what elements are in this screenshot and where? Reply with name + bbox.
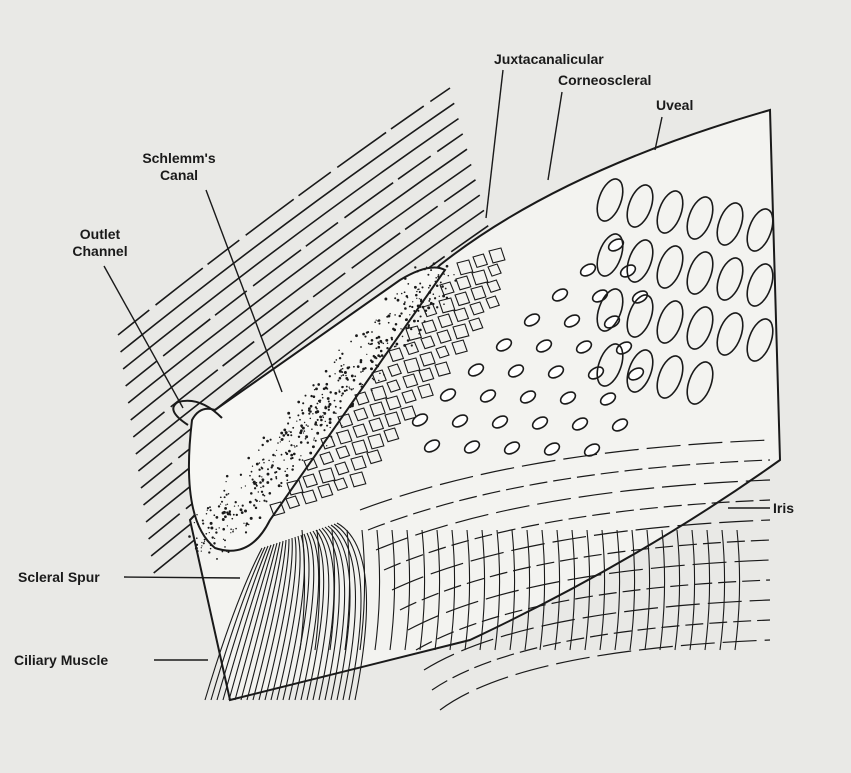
label-schlemms-canal-line1: Schlemm's xyxy=(133,150,225,167)
leader-outlet-channel xyxy=(104,266,183,408)
leader-juxtacanalicular xyxy=(486,70,503,218)
label-scleral-spur: Scleral Spur xyxy=(18,569,100,586)
label-outlet-channel: Outlet Channel xyxy=(60,226,140,260)
leader-scleral-spur xyxy=(124,577,240,578)
label-ciliary-muscle: Ciliary Muscle xyxy=(14,652,108,669)
label-iris: Iris xyxy=(773,500,794,517)
label-uveal: Uveal xyxy=(656,97,693,114)
label-corneoscleral: Corneoscleral xyxy=(558,72,651,89)
label-outlet-channel-line1: Outlet xyxy=(60,226,140,243)
label-outlet-channel-line2: Channel xyxy=(60,243,140,260)
label-juxtacanalicular: Juxtacanalicular xyxy=(494,51,604,68)
label-schlemms-canal-line2: Canal xyxy=(133,167,225,184)
leader-corneoscleral xyxy=(548,92,562,180)
label-schlemms-canal: Schlemm's Canal xyxy=(133,150,225,184)
